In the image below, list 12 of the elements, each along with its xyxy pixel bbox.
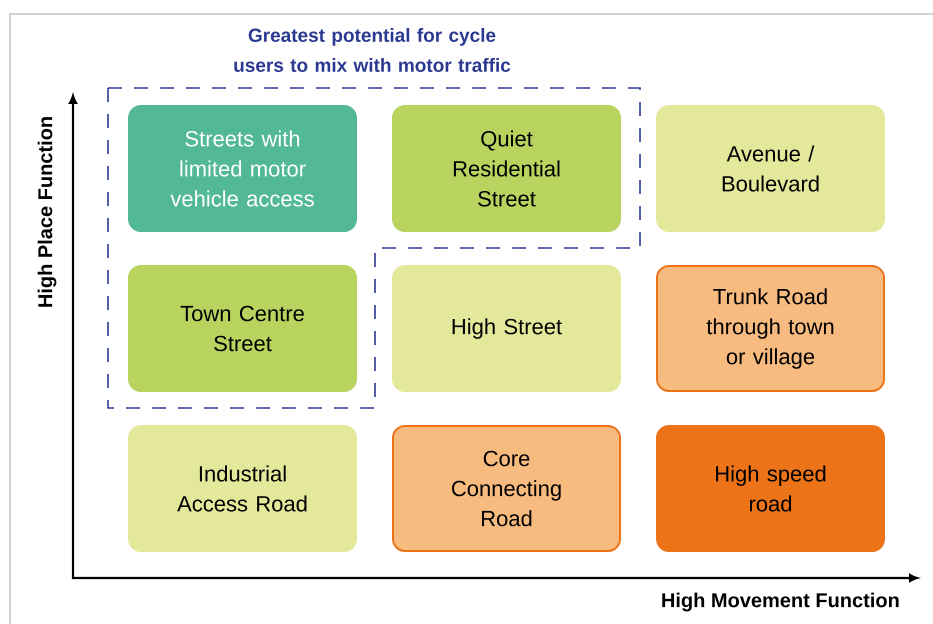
road-type-box: Town Centre Street bbox=[128, 265, 357, 392]
road-type-box: Streets with limited motor vehicle access bbox=[128, 105, 357, 232]
heading: Greatest potential for cycle users to mix with motor traffic bbox=[234, 28, 510, 72]
road-type-box: High speed road bbox=[656, 425, 885, 552]
road-type-box: High Street bbox=[392, 265, 621, 392]
road-type-box: Industrial Access Road bbox=[128, 425, 357, 552]
road-type-box: Quiet Residential Street bbox=[392, 105, 621, 232]
road-type-box: Trunk Road through town or village bbox=[656, 265, 885, 392]
axis-label: High Movement Function bbox=[662, 592, 899, 612]
road-type-box: Core Connecting Road bbox=[392, 425, 621, 552]
road-type-box: Avenue / Boulevard bbox=[656, 105, 885, 232]
axis-label: High Place Function bbox=[38, 117, 56, 307]
